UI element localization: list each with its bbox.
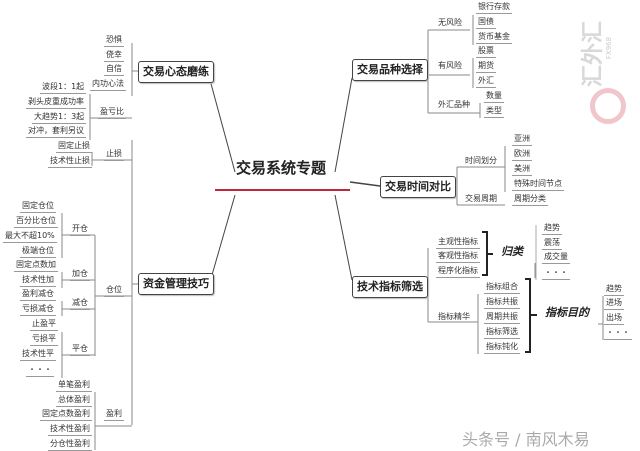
leaf-node[interactable]: 分仓性盈利 bbox=[48, 438, 92, 451]
leaf-node[interactable]: 期货 bbox=[476, 60, 496, 73]
leaf-node[interactable]: 指标钝化 bbox=[484, 341, 520, 354]
leaf-node[interactable]: 波段1：1起 bbox=[40, 81, 87, 94]
logo-circle-icon bbox=[590, 88, 626, 124]
leaf-node[interactable]: 周期共振 bbox=[484, 311, 520, 324]
branch-mindset[interactable]: 交易心态磨练 bbox=[138, 61, 214, 83]
leaf-node[interactable]: 外汇 bbox=[476, 75, 496, 88]
central-topic[interactable]: 交易系统专题 bbox=[236, 159, 327, 177]
leaf-node[interactable]: 技术性加 bbox=[20, 274, 56, 287]
leaf-node[interactable]: 固定点数盈利 bbox=[40, 408, 92, 421]
leaf-node[interactable]: 货币基金 bbox=[476, 31, 512, 44]
leaf-node[interactable]: 震荡 bbox=[542, 237, 562, 250]
watermark-text: 头条号 / 南风木易 bbox=[462, 430, 590, 449]
subtopic-node[interactable]: 仓位 bbox=[104, 284, 124, 297]
leaf-node[interactable]: 技术性平 bbox=[20, 348, 56, 361]
subtopic-node[interactable]: 时间划分 bbox=[465, 156, 497, 165]
subtopic-node[interactable]: 盈亏比 bbox=[98, 106, 126, 119]
leaf-node[interactable]: 技术性盈利 bbox=[48, 423, 92, 436]
leaf-node[interactable]: ・・・ bbox=[542, 267, 570, 280]
leaf-node[interactable]: 单笔盈利 bbox=[56, 379, 92, 392]
leaf-node[interactable]: 盈利减仓 bbox=[20, 288, 56, 301]
leaf-node[interactable]: ・・・ bbox=[26, 364, 54, 377]
branch-variety[interactable]: 交易品种选择 bbox=[352, 59, 428, 81]
leaf-node[interactable]: 大趋势1：3起 bbox=[32, 111, 87, 124]
leaf-node[interactable]: 技术性止损 bbox=[48, 155, 92, 168]
leaf-node[interactable]: 主观性指标 bbox=[436, 236, 480, 249]
leaf-node[interactable]: 类型 bbox=[484, 105, 504, 118]
branch-time[interactable]: 交易时间对比 bbox=[380, 176, 456, 198]
leaf-node[interactable]: 趋势 bbox=[604, 283, 624, 296]
leaf-node[interactable]: 亏损减仓 bbox=[20, 303, 56, 316]
leaf-node[interactable]: 指标共振 bbox=[484, 296, 520, 309]
leaf-node[interactable]: 特殊时间节点 bbox=[512, 178, 564, 191]
leaf-node[interactable]: ・・・ bbox=[604, 327, 632, 340]
leaf-node[interactable]: 自信 bbox=[104, 63, 124, 76]
leaf-node[interactable]: 数量 bbox=[484, 90, 504, 103]
subtopic-node[interactable]: 平仓 bbox=[70, 343, 90, 356]
leaf-node[interactable]: 客观性指标 bbox=[436, 250, 480, 263]
leaf-node[interactable]: 银行存款 bbox=[476, 1, 512, 14]
leaf-node[interactable]: 国债 bbox=[476, 16, 496, 29]
leaf-node[interactable]: 美洲 bbox=[512, 163, 532, 176]
leaf-node[interactable]: 趋势 bbox=[542, 222, 562, 235]
purpose-label[interactable]: 指标目的 bbox=[545, 306, 589, 319]
leaf-node[interactable]: 止盈平 bbox=[30, 318, 58, 331]
leaf-node[interactable]: 进场 bbox=[604, 297, 624, 310]
subtopic-node[interactable]: 指标精华 bbox=[438, 312, 470, 321]
leaf-node[interactable]: 极端仓位 bbox=[20, 245, 56, 258]
subtopic-node[interactable]: 无风险 bbox=[438, 18, 462, 27]
leaf-node[interactable]: 最大不超10% bbox=[3, 230, 57, 243]
leaf-node[interactable]: 成交量 bbox=[542, 251, 570, 264]
leaf-node[interactable]: 指标组合 bbox=[484, 281, 520, 294]
classify-label[interactable]: 归类 bbox=[501, 245, 523, 258]
subtopic-node[interactable]: 有风险 bbox=[438, 61, 462, 70]
leaf-node[interactable]: 内功心法 bbox=[90, 78, 126, 91]
leaf-node[interactable]: 对冲，套利另议 bbox=[26, 125, 86, 138]
subtopic-node[interactable]: 盈利 bbox=[104, 408, 124, 421]
branch-money[interactable]: 资金管理技巧 bbox=[138, 273, 214, 295]
subtopic-node[interactable]: 加仓 bbox=[70, 268, 90, 281]
leaf-node[interactable]: 百分比仓位 bbox=[14, 215, 58, 228]
leaf-node[interactable]: 固定点数加 bbox=[14, 259, 58, 272]
subtopic-node[interactable]: 外汇品种 bbox=[438, 100, 470, 109]
leaf-node[interactable]: 亚洲 bbox=[512, 133, 532, 146]
leaf-node[interactable]: 周期分类 bbox=[512, 193, 548, 206]
leaf-node[interactable]: 欧洲 bbox=[512, 148, 532, 161]
leaf-node[interactable]: 程序化指标 bbox=[436, 265, 480, 278]
leaf-node[interactable]: 恐惧 bbox=[104, 34, 124, 47]
logo-subtext: FX968 bbox=[605, 36, 614, 60]
leaf-node[interactable]: 侥幸 bbox=[104, 49, 124, 62]
leaf-node[interactable]: 出场 bbox=[604, 312, 624, 325]
leaf-node[interactable]: 固定仓位 bbox=[20, 200, 56, 213]
leaf-node[interactable]: 总体盈利 bbox=[56, 394, 92, 407]
subtopic-node[interactable]: 止损 bbox=[104, 148, 124, 161]
subtopic-node[interactable]: 减仓 bbox=[70, 297, 90, 310]
leaf-node[interactable]: 指标筛选 bbox=[484, 326, 520, 339]
subtopic-node[interactable]: 交易周期 bbox=[465, 194, 497, 203]
leaf-node[interactable]: 亏损平 bbox=[30, 333, 58, 346]
leaf-node[interactable]: 固定止损 bbox=[56, 140, 92, 153]
leaf-node[interactable]: 股票 bbox=[476, 45, 496, 58]
site-logo: 汇外汇 FX968 bbox=[581, 4, 636, 124]
branch-indicator[interactable]: 技术指标筛选 bbox=[352, 276, 428, 298]
logo-text: 汇外汇 bbox=[581, 20, 607, 88]
leaf-node[interactable]: 剥头皮重成功率 bbox=[26, 96, 86, 109]
subtopic-node[interactable]: 开仓 bbox=[70, 223, 90, 236]
